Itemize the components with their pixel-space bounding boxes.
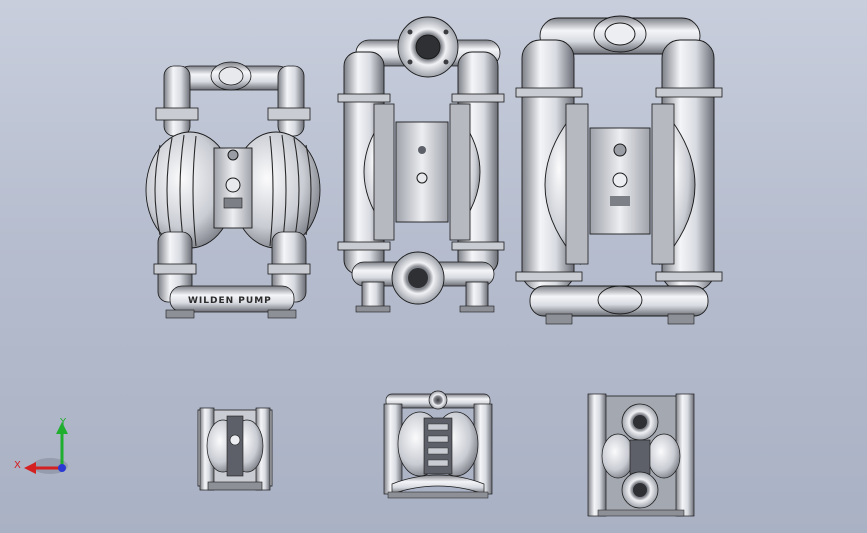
pump-body-label: WILDEN PUMP (188, 296, 272, 306)
pump-model-4[interactable] (197, 407, 273, 491)
pump-model-3[interactable] (515, 15, 723, 325)
x-axis-arrowhead (24, 462, 36, 474)
reference-triad: Y X (14, 417, 68, 474)
pump-model-5[interactable] (383, 390, 493, 499)
y-axis-arrowhead (56, 422, 68, 434)
pump-model-6[interactable] (587, 393, 695, 517)
y-axis-label: Y (59, 417, 67, 428)
x-axis-label: X (14, 460, 21, 471)
pump-model-2[interactable] (337, 16, 505, 313)
pump-model-1[interactable]: WILDEN PUMP (145, 61, 321, 319)
z-axis-dot (58, 464, 66, 472)
